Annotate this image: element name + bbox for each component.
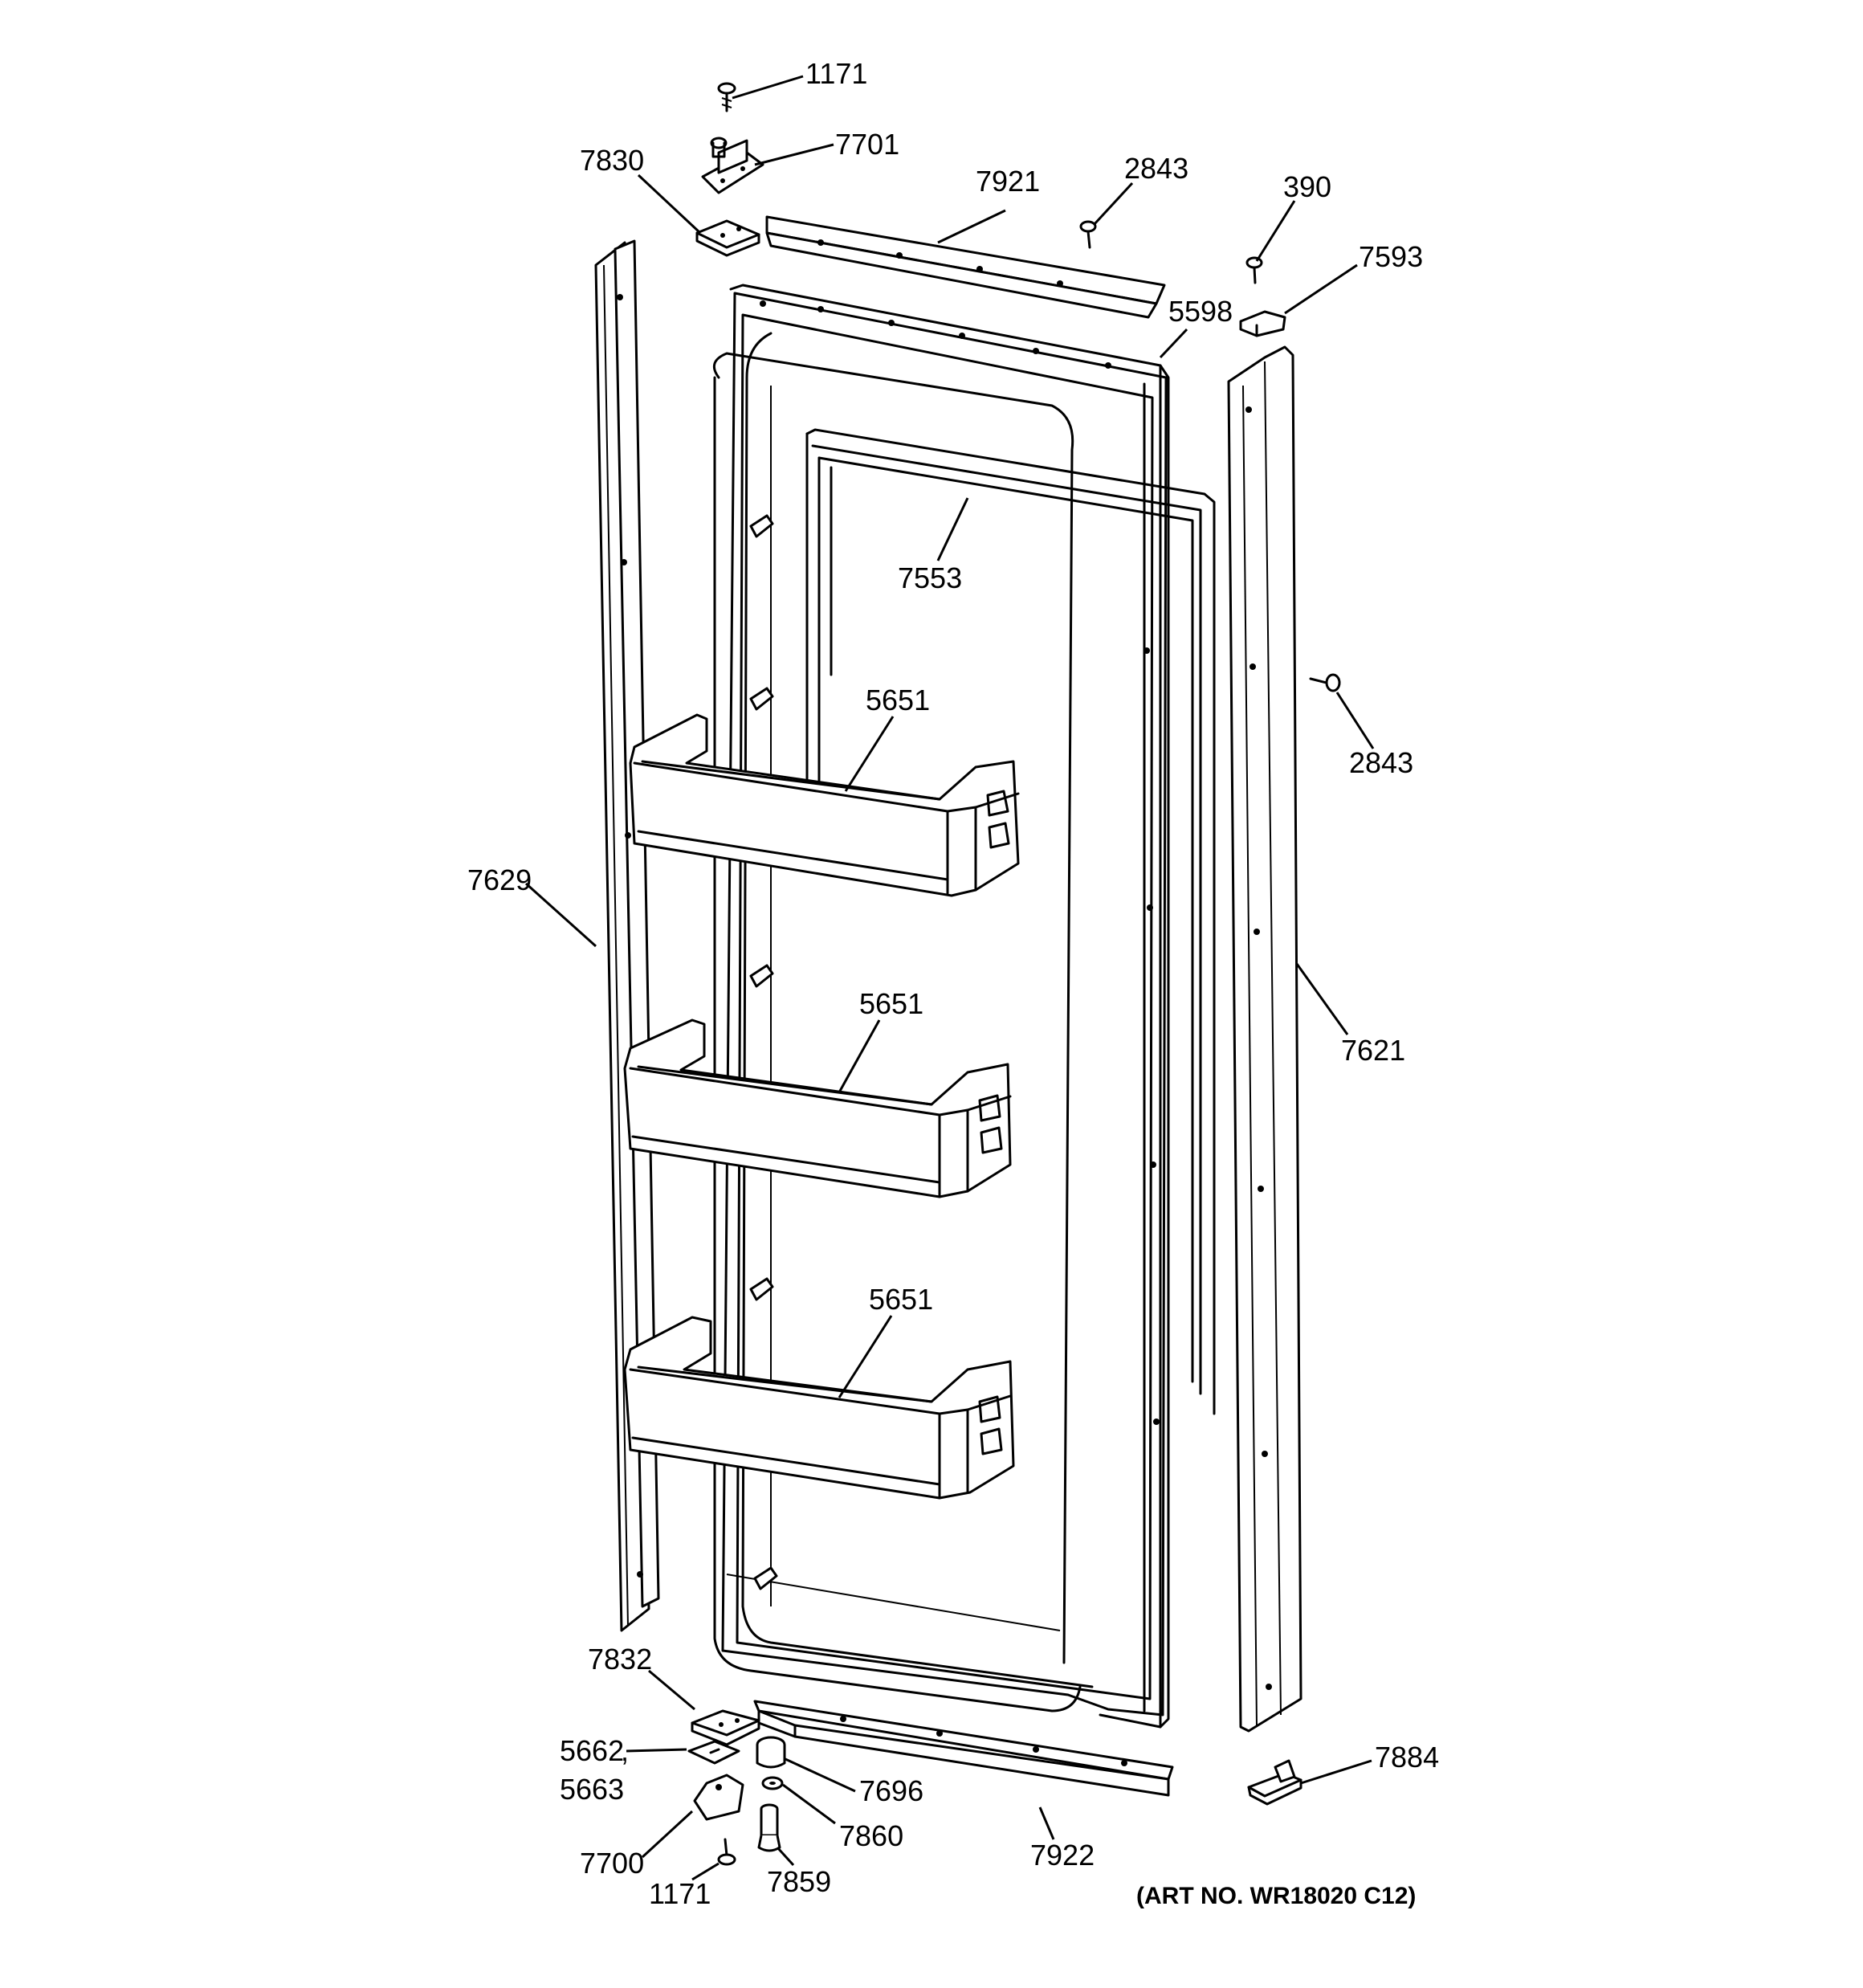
top-door-trim-7921 xyxy=(765,215,1166,319)
shim-5662-5663 xyxy=(687,1740,740,1765)
bottom-door-trim-7922 xyxy=(753,1700,1174,1797)
door-bin-5651-top xyxy=(629,713,1020,897)
callout-7621: 7621 xyxy=(1341,1034,1405,1067)
callout-1171-top: 1171 xyxy=(805,57,867,90)
callout-7830: 7830 xyxy=(580,144,644,177)
washer-7860 xyxy=(761,1776,784,1790)
callout-7696: 7696 xyxy=(859,1774,923,1807)
art-number: (ART NO. WR18020 C12) xyxy=(1136,1883,1416,1909)
door-panel-5598 xyxy=(729,284,1170,1729)
callout-5651-top: 5651 xyxy=(866,684,930,716)
callout-1171-bottom: 1171 xyxy=(649,1877,711,1910)
leader-lines xyxy=(524,75,1375,1881)
screw-390 xyxy=(1245,256,1263,284)
right-door-trim-7621 xyxy=(1227,345,1302,1733)
callout-7700: 7700 xyxy=(580,1847,644,1880)
callout-2843-top: 2843 xyxy=(1124,152,1188,185)
callout-390: 390 xyxy=(1283,170,1331,203)
callout-comma: , xyxy=(621,1734,629,1767)
callout-5662: 5662 xyxy=(560,1734,624,1767)
left-door-trim-7629 xyxy=(594,239,660,1632)
door-stop-7884 xyxy=(1247,1759,1302,1806)
shelf-retainer-clips xyxy=(749,514,778,1590)
screw-1171-bottom xyxy=(717,1838,736,1866)
callout-7884: 7884 xyxy=(1375,1741,1439,1774)
callout-5651-bottom: 5651 xyxy=(869,1283,933,1316)
door-bin-5651-bottom xyxy=(623,1316,1015,1500)
screw-2843-right xyxy=(1309,673,1341,692)
callout-5598: 5598 xyxy=(1168,295,1233,328)
door-gasket-7553 xyxy=(805,428,1216,1415)
callout-labels: 1171 7701 7830 7921 2843 390 7593 5598 7… xyxy=(467,57,1439,1910)
callout-7629: 7629 xyxy=(467,863,532,896)
bottom-hinge-7700 xyxy=(693,1774,744,1821)
callout-5663: 5663 xyxy=(560,1773,624,1806)
hinge-7701 xyxy=(701,137,764,194)
callout-7553: 7553 xyxy=(898,561,962,594)
callout-7922: 7922 xyxy=(1030,1839,1095,1872)
callout-7701: 7701 xyxy=(835,128,899,161)
hinge-pin-7859 xyxy=(757,1803,781,1852)
door-liner xyxy=(712,292,1168,1717)
callout-7921: 7921 xyxy=(976,165,1040,198)
callout-5651-middle: 5651 xyxy=(859,987,923,1020)
callout-7860: 7860 xyxy=(839,1819,903,1852)
callout-2843-right: 2843 xyxy=(1349,746,1413,779)
screw-2843-top xyxy=(1079,220,1097,249)
bracket-7593 xyxy=(1239,310,1286,337)
screw-1171-top xyxy=(717,82,736,112)
bushing-7696 xyxy=(756,1736,786,1769)
plate-7832 xyxy=(691,1709,760,1746)
callout-7832: 7832 xyxy=(588,1643,652,1676)
door-bin-5651-middle xyxy=(623,1018,1012,1198)
hinge-shim-7830 xyxy=(695,219,760,257)
callout-7593: 7593 xyxy=(1359,240,1423,273)
callout-7859: 7859 xyxy=(767,1865,831,1898)
